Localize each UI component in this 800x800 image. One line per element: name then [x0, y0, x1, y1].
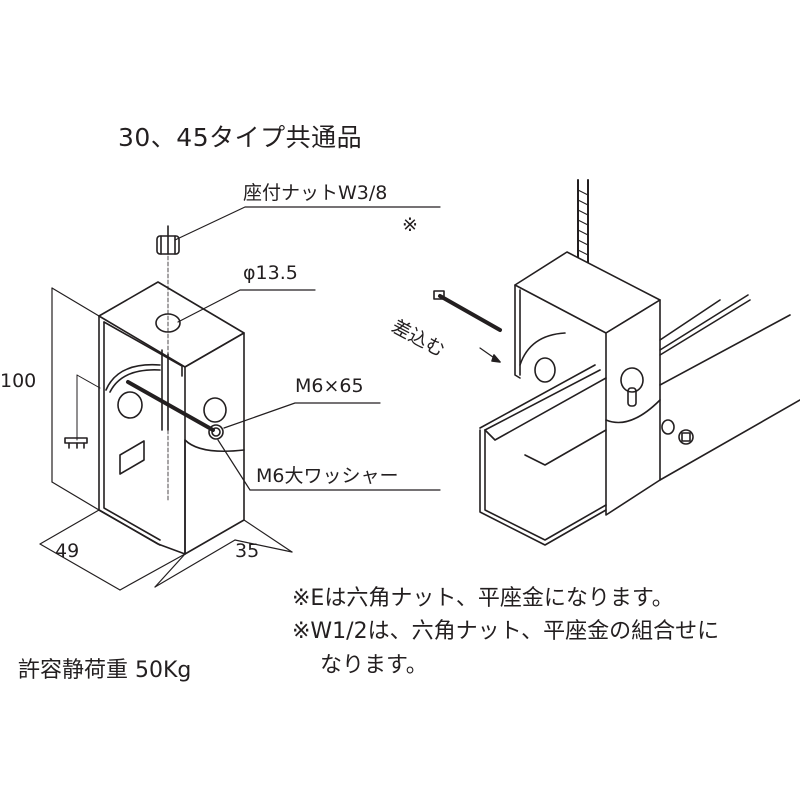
- note-2: ※W1/2は、六角ナット、平座金の組合せに: [292, 619, 720, 644]
- width-dimension: 49: [55, 540, 80, 562]
- bolt-callout-label: M6×65: [295, 375, 364, 397]
- dimension-lines: [39, 287, 293, 591]
- channel-assembly-right-drawing: [433, 179, 800, 546]
- washer-callout-label: M6大ワッシャー: [256, 465, 399, 487]
- leader-lines: [174, 206, 441, 491]
- note-3: なります。: [320, 653, 428, 678]
- page-title: 30、45タイプ共通品: [118, 123, 363, 152]
- depth-dimension: 35: [235, 540, 260, 562]
- nut-callout-label: 座付ナットW3/8: [243, 182, 388, 204]
- allowable-load-label: 許容静荷重 50Kg: [18, 658, 192, 683]
- nut-note-mark: ※: [402, 214, 418, 236]
- bracket-left-drawing: [64, 225, 245, 555]
- height-dimension: 100: [0, 370, 37, 392]
- note-1: ※Eは六角ナット、平座金になります。: [292, 586, 674, 611]
- hole-diameter-label: φ13.5: [243, 262, 298, 284]
